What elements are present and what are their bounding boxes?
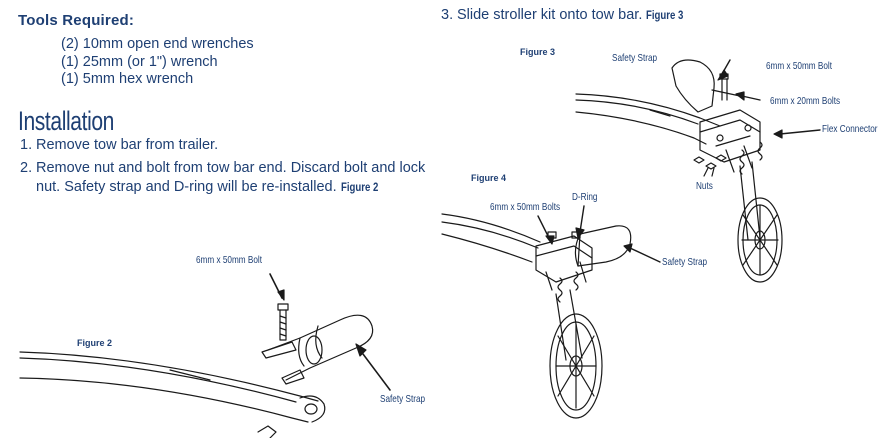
- callout-safety-strap: Safety Strap: [662, 256, 708, 268]
- tool-item: (1) 25mm (or 1") wrench: [61, 54, 218, 70]
- tools-required-heading: Tools Required:: [18, 12, 135, 29]
- figure-3-drawing: [575, 59, 821, 283]
- installation-heading: Installation: [18, 106, 115, 136]
- flex-connector: [699, 109, 761, 163]
- tool-item: (2) 10mm open end wrenches: [61, 36, 254, 52]
- flex-connector: [535, 235, 593, 283]
- callout-bolts: 6mm x 20mm Bolts: [770, 95, 841, 107]
- step-number: 2.: [20, 160, 33, 176]
- callout-nuts: Nuts: [696, 180, 713, 192]
- callout-safety-strap: Safety Strap: [612, 52, 658, 64]
- safety-strap: [267, 314, 374, 381]
- figure-reference: Figure 3: [646, 8, 684, 22]
- safety-strap: [671, 59, 715, 113]
- install-step-1: 1.Remove tow bar from trailer.: [20, 136, 440, 155]
- figure-3-label: Figure 3: [520, 47, 556, 57]
- figure-4-drawing: [441, 205, 661, 419]
- step-number: 3.: [441, 7, 454, 23]
- callout-safety-strap: Safety Strap: [380, 393, 426, 405]
- step-text: Slide stroller kit onto tow bar.: [457, 7, 643, 23]
- step-text: Remove nut and bolt from tow bar end. Di…: [36, 160, 426, 176]
- safety-strap: [577, 225, 632, 267]
- stroller-wheel: [549, 313, 603, 419]
- tow-bar: [575, 93, 721, 127]
- install-step-3: 3.Slide stroller kit onto tow bar. Figur…: [441, 6, 881, 25]
- figure-2-label: Figure 2: [77, 338, 113, 348]
- callout-bolt: 6mm x 50mm Bolt: [196, 254, 262, 266]
- figure-2-drawing: [19, 273, 391, 438]
- step-number: 1.: [20, 137, 33, 153]
- callout-bolts: 6mm x 50mm Bolts: [490, 201, 561, 213]
- callout-d-ring: D-Ring: [572, 191, 598, 203]
- tool-item: (1) 5mm hex wrench: [61, 71, 194, 87]
- tow-bar: [441, 213, 541, 243]
- callout-flex-connector: Flex Connector: [822, 123, 878, 135]
- tow-bar: [19, 351, 319, 402]
- install-step-2: 2.Remove nut and bolt from tow bar end. …: [20, 159, 440, 197]
- figure-4-label: Figure 4: [471, 173, 507, 183]
- callout-bolt: 6mm x 50mm Bolt: [766, 60, 832, 72]
- stroller-wheel: [737, 197, 783, 283]
- step-text: Remove tow bar from trailer.: [36, 137, 219, 153]
- step-text-continued: nut. Safety strap and D-ring will be re-…: [36, 179, 337, 195]
- figure-reference: Figure 2: [340, 180, 379, 194]
